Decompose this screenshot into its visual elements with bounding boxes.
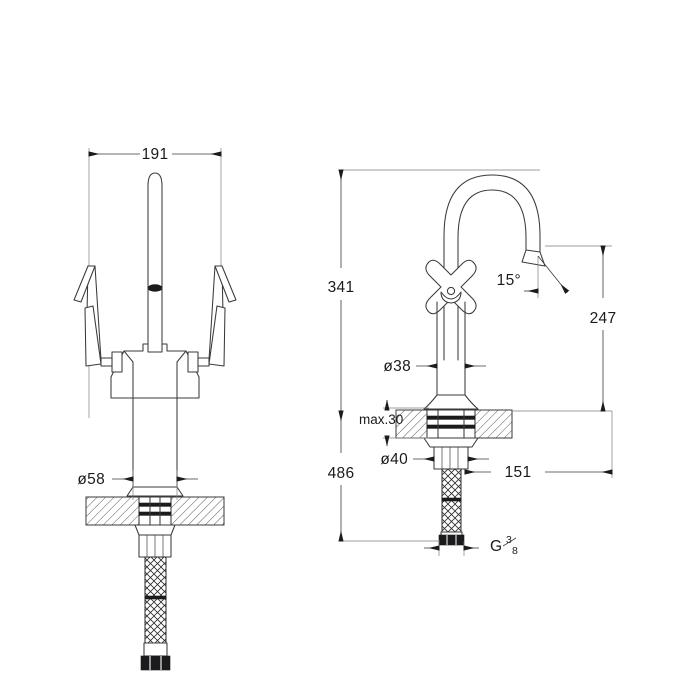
cross-handle-collar	[440, 291, 462, 304]
dim-label-thread-denominator: 8	[512, 545, 518, 557]
spout-top-cap	[147, 172, 163, 289]
front-mounting-hardware	[134, 496, 176, 558]
mount-washer	[134, 524, 176, 536]
hose-hex-nut	[140, 655, 171, 671]
side-supply-hose	[438, 468, 465, 546]
hose-band	[144, 595, 167, 600]
spout-outer-arc	[443, 174, 541, 361]
dim-label-247: 247	[590, 310, 617, 327]
hose-braid	[144, 556, 167, 644]
handle-right	[187, 265, 237, 373]
dimension-dia-58: ø58	[77, 470, 198, 500]
handle-left-stem	[100, 357, 113, 367]
yoke-fillets	[123, 350, 187, 363]
dim-label-thread-numerator: 3	[506, 534, 512, 546]
handle-right-stem	[197, 357, 210, 367]
dim-label-dia38: ø38	[383, 358, 411, 375]
dim-label-341: 341	[328, 279, 355, 296]
dim-label-15deg: 15°	[497, 272, 521, 289]
side-mount-nut	[433, 446, 469, 470]
dimension-height-247: 247	[512, 245, 617, 412]
dim-label-thread-g: G	[490, 538, 502, 555]
fraction-slash	[502, 537, 517, 547]
dim-label-max30: max.30	[359, 412, 403, 427]
countertop-section-front	[85, 496, 225, 526]
spout-outlet-tip	[521, 249, 546, 267]
handle-left-lower-arm	[84, 305, 102, 367]
countertop-side-right	[472, 409, 513, 439]
column-base-flare	[423, 394, 479, 410]
side-hose-hex-nut	[438, 534, 465, 546]
hose-ferrule	[143, 642, 168, 657]
dim-label-486: 486	[328, 465, 355, 482]
side-column	[423, 301, 479, 410]
dimension-dia-40: ø40	[380, 451, 489, 468]
side-view: 341 15° 247 ø38 max.3	[328, 169, 617, 557]
side-hose-band	[441, 497, 462, 502]
side-mount-groove-2	[426, 424, 476, 429]
angle-leader	[537, 255, 570, 295]
dimension-max-30: max.30	[359, 399, 429, 447]
countertop-section-side	[395, 409, 513, 439]
front-supply-hose	[140, 556, 171, 671]
mount-groove-2	[138, 511, 172, 516]
side-gooseneck-spout	[443, 174, 546, 361]
front-lower-body	[126, 397, 184, 497]
side-mount-groove-1	[426, 415, 476, 420]
countertop-left	[85, 496, 142, 526]
handle-right-tip	[214, 265, 237, 303]
lower-body-flare	[126, 486, 184, 497]
front-spout-column	[147, 172, 163, 345]
mount-groove-1	[138, 502, 172, 507]
dimension-height-486: 486	[328, 410, 440, 542]
mount-collar	[138, 496, 172, 526]
side-mount-washer	[423, 437, 479, 448]
handle-right-hub	[187, 351, 199, 373]
aerator-outlet	[147, 284, 163, 292]
dim-label-dia58: ø58	[77, 471, 105, 488]
handle-left-hub	[111, 351, 123, 373]
yoke-body	[110, 343, 200, 399]
handle-left	[73, 265, 123, 373]
countertop-right	[168, 496, 225, 526]
dim-label-151: 151	[505, 464, 532, 481]
front-body-yoke	[110, 343, 200, 399]
dim-label-dia40: ø40	[380, 451, 408, 468]
handle-right-lower-arm	[208, 305, 226, 367]
cross-handle-hub	[446, 286, 456, 296]
spout-inner-arc	[457, 189, 527, 361]
dim-label-191: 191	[142, 146, 169, 163]
dimension-dia-38: ø38	[383, 358, 486, 375]
side-mount-collar	[426, 409, 476, 439]
side-cross-handle	[425, 259, 477, 315]
dimension-length-151: 151	[464, 411, 613, 481]
front-view: 191	[73, 146, 237, 671]
handle-left-tip	[73, 265, 96, 303]
dimension-thread-g38: G 3 8	[424, 534, 518, 557]
lower-body-shell	[132, 397, 178, 488]
side-mounting-hardware	[423, 409, 479, 470]
dimension-height-341: 341	[328, 169, 540, 411]
dimension-angle-15: 15°	[497, 255, 570, 298]
